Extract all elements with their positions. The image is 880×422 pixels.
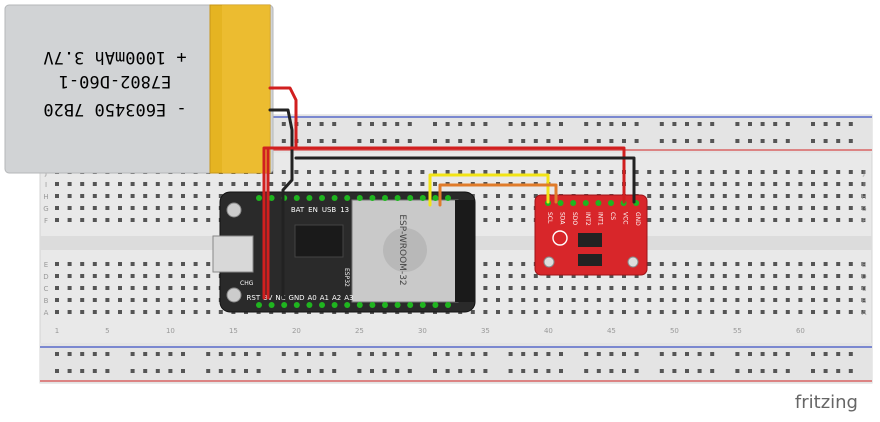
row-letter: E [44, 261, 48, 269]
black-wire-gnd [294, 156, 636, 204]
column-number: 55 [733, 327, 742, 335]
sensor-pin-label: SDO [571, 212, 578, 225]
column-number: 5 [105, 327, 109, 335]
header-pin [306, 195, 313, 201]
row-letter: I [45, 181, 47, 189]
header-pin [306, 302, 313, 308]
battery-label-line-3: - E603450 7B20 [43, 99, 186, 119]
row-letter: C [862, 285, 867, 293]
header-pin [432, 302, 439, 308]
row-letter: F [862, 217, 866, 225]
header-pin [382, 195, 388, 201]
header-pin [268, 195, 275, 201]
row-letter: A [862, 309, 867, 317]
header-pin [445, 195, 451, 201]
row-letter: B [862, 297, 867, 305]
header-pin [407, 195, 414, 201]
row-letter: B [44, 297, 49, 305]
header-pin [369, 302, 376, 308]
header-pin [319, 195, 325, 201]
red-wire-battery [266, 86, 298, 300]
sensor-pin [570, 200, 577, 206]
board-label: ESP32 [343, 268, 350, 287]
column-number: 20 [292, 327, 301, 335]
header-pin [356, 195, 363, 201]
sensor-pin [608, 200, 614, 206]
header-pin [293, 195, 300, 201]
column-number: 10 [166, 327, 175, 335]
row-letter: G [43, 205, 48, 213]
header-pin [281, 302, 288, 308]
accelerometer-breakout: SCL SDA SDO INT2 INT1 CS VCC GND [534, 194, 648, 276]
chg-label: CHG [240, 280, 254, 287]
header-pin [293, 302, 300, 308]
header-pin [344, 195, 351, 201]
header-pin [394, 195, 401, 201]
sensor-pin-label: SDA [559, 212, 566, 225]
orientation-icon [552, 230, 568, 246]
fritzing-logo: fritzing [795, 392, 858, 413]
row-letter: D [43, 273, 48, 281]
battery-label-line-1: + 1000mAh 3.7V [43, 47, 186, 67]
header-pin [382, 302, 388, 308]
sensor-pin-label: INT1 [596, 212, 603, 226]
header-pin [319, 302, 325, 308]
header-pin [445, 302, 451, 308]
column-number: 60 [796, 327, 805, 335]
black-wire-battery [268, 108, 294, 300]
row-letter: E [862, 261, 866, 269]
header-pin [256, 302, 262, 308]
column-number: 45 [607, 327, 616, 335]
column-number: 35 [481, 327, 490, 335]
column-number: 40 [544, 327, 553, 335]
header-pin [369, 195, 376, 201]
row-letter: F [44, 217, 48, 225]
row-letter: C [44, 285, 49, 293]
header-pin [331, 195, 338, 201]
header-pin [419, 195, 426, 201]
header-pin [256, 195, 262, 201]
battery-label-line-2: E7802-D60-1 [59, 71, 172, 91]
row-letter: A [44, 309, 49, 317]
header-pin [344, 302, 351, 308]
orange-wire-sda [438, 183, 558, 207]
column-number: 15 [229, 327, 238, 335]
sensor-pin-label: CS [609, 212, 616, 220]
row-letter: D [861, 273, 866, 281]
sensor-pin-label: SCL [546, 212, 553, 224]
header-pin [394, 302, 401, 308]
header-pin [419, 302, 426, 308]
sensor-pin-headers: SCL SDA SDO INT2 INT1 CS VCC GND [545, 200, 641, 226]
yellow-wire-scl [428, 173, 550, 207]
column-number: 30 [418, 327, 427, 335]
header-pin [407, 302, 414, 308]
sensor-pin-label: VCC [622, 212, 629, 224]
lipo-battery: + 1000mAh 3.7V E7802-D60-1 - E603450 7B2… [4, 4, 274, 174]
column-number: 1 [55, 327, 59, 335]
row-letter: I [863, 181, 865, 189]
row-letter: G [861, 205, 866, 213]
header-pin [356, 302, 363, 308]
column-number: 25 [355, 327, 364, 335]
usb-connector [212, 235, 254, 273]
sensor-pin [595, 200, 602, 206]
row-letter: H [43, 193, 48, 201]
header-pin [268, 302, 275, 308]
column-number: 50 [670, 327, 679, 335]
row-letter: J [862, 169, 865, 177]
header-pin [331, 302, 338, 308]
sensor-pin-label: GND [634, 212, 641, 226]
sensor-pin [582, 200, 589, 206]
row-letter: H [861, 193, 866, 201]
header-pin [432, 195, 439, 201]
sensor-pin-label: INT2 [584, 212, 591, 226]
sensor-pin [557, 200, 564, 206]
wires [262, 86, 636, 300]
module-label: ESP-WROOM-32 [397, 214, 407, 285]
red-wire-vcc [262, 146, 626, 300]
